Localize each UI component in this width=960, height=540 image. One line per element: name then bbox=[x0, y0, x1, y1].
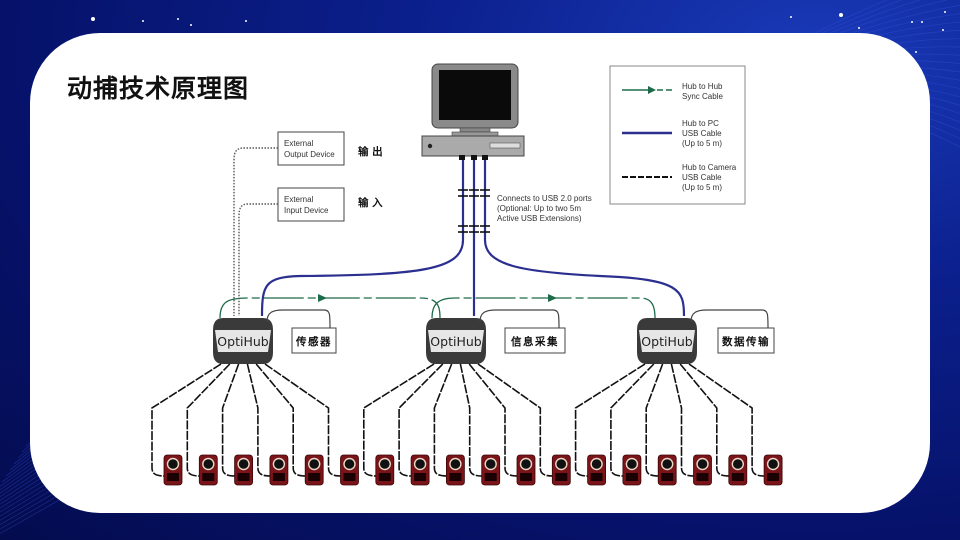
hub-side-box-2: 信息采集 bbox=[504, 327, 566, 354]
optihub-1: OptiHub 传感器 bbox=[213, 309, 337, 364]
ext-input-line1: External bbox=[284, 195, 314, 204]
sync-arrow-icon bbox=[548, 294, 557, 302]
ext-output-cn-label: 输 出 bbox=[358, 145, 383, 158]
camera-5 bbox=[304, 454, 324, 486]
camera-9 bbox=[445, 454, 465, 486]
legend-box bbox=[609, 65, 746, 205]
legend-usbpc-line1: Hub to PC bbox=[682, 119, 719, 128]
optihub-label: OptiHub bbox=[217, 334, 268, 349]
camera-8 bbox=[410, 454, 430, 486]
usb-note-line2: (Optional: Up to two 5m bbox=[497, 204, 581, 213]
legend-usbpc-line2: USB Cable bbox=[682, 129, 722, 138]
computer bbox=[421, 63, 525, 157]
usb-note-line1: Connects to USB 2.0 ports bbox=[497, 194, 592, 203]
camera-usb-cable bbox=[246, 363, 271, 477]
camera-usb-cable bbox=[221, 363, 240, 477]
usb-pc-cables bbox=[260, 158, 686, 317]
camera-usb-cable bbox=[459, 363, 483, 477]
legend-item-usb-pc: Hub to PC USB Cable (Up to 5 m) bbox=[622, 119, 722, 148]
hub-side-box-1: 传感器 bbox=[291, 327, 337, 354]
legend: Hub to Hub Sync Cable Hub to PC USB Cabl… bbox=[609, 65, 746, 205]
camera-3 bbox=[234, 454, 254, 486]
camera-usb-cable bbox=[679, 363, 730, 477]
camera-usb-cable bbox=[477, 363, 554, 477]
legend-usbcam-line3: (Up to 5 m) bbox=[682, 183, 722, 192]
ext-input-cn-label: 输 入 bbox=[358, 196, 383, 209]
camera-15 bbox=[657, 454, 677, 486]
camera-usb-cable bbox=[398, 363, 444, 477]
camera-usb-cable bbox=[468, 363, 519, 477]
camera-usb-cable bbox=[186, 363, 231, 477]
legend-item-usb-camera: Hub to Camera USB Cable (Up to 5 m) bbox=[622, 163, 737, 192]
arrow-icon bbox=[648, 86, 656, 94]
camera-6 bbox=[340, 454, 359, 486]
camera-usb-cable bbox=[610, 363, 655, 477]
camera-usb-cable bbox=[264, 363, 342, 477]
optihub-label: OptiHub bbox=[641, 334, 692, 349]
camera-2 bbox=[198, 454, 218, 486]
side-box-label: 数据传输 bbox=[721, 335, 770, 348]
camera-usb-cable bbox=[670, 363, 695, 477]
camera-13 bbox=[587, 454, 606, 486]
camera-usb-cable bbox=[645, 363, 664, 477]
camera-18 bbox=[763, 454, 783, 486]
external-input-device: External Input Device 输 入 bbox=[277, 187, 383, 222]
legend-item-sync: Hub to Hub Sync Cable bbox=[622, 82, 723, 101]
sync-arrow-icon bbox=[318, 294, 327, 302]
external-output-device: External Output Device 输 出 bbox=[277, 131, 383, 166]
camera-usb-cable bbox=[688, 363, 766, 477]
hub-sync-cables bbox=[219, 297, 656, 319]
optihub-label: OptiHub bbox=[430, 334, 481, 349]
camera-usb-cable bbox=[433, 363, 453, 477]
ext-output-line2: Output Device bbox=[284, 150, 335, 159]
camera-12 bbox=[551, 454, 571, 486]
side-box-label: 信息采集 bbox=[511, 335, 559, 348]
optihub-2: OptiHub 信息采集 bbox=[426, 309, 566, 364]
ext-input-line2: Input Device bbox=[284, 206, 329, 215]
hub-side-box-3: 数据传输 bbox=[717, 327, 775, 354]
camera-usb-cable bbox=[151, 363, 222, 477]
legend-usbcam-line2: USB Cable bbox=[682, 173, 722, 182]
side-box-label: 传感器 bbox=[295, 335, 332, 348]
camera-16 bbox=[693, 454, 712, 486]
camera-usb-cable bbox=[363, 363, 435, 477]
camera-14 bbox=[622, 454, 642, 486]
legend-sync-line1: Hub to Hub bbox=[682, 82, 723, 91]
external-device-cables bbox=[233, 147, 278, 316]
camera-11 bbox=[516, 454, 536, 486]
legend-usbcam-line1: Hub to Camera bbox=[682, 163, 737, 172]
camera-10 bbox=[481, 454, 501, 486]
optihub-3: OptiHub 数据传输 bbox=[637, 309, 775, 364]
slide-title: 动捕技术原理图 bbox=[67, 74, 250, 103]
camera-4 bbox=[269, 454, 289, 486]
camera-1 bbox=[163, 454, 183, 486]
usb-note-line3: Active USB Extensions) bbox=[497, 214, 582, 223]
camera-usb-cable bbox=[255, 363, 307, 477]
camera-usb-cable bbox=[574, 363, 646, 477]
legend-usbpc-line3: (Up to 5 m) bbox=[682, 139, 722, 148]
camera-17 bbox=[728, 454, 748, 486]
ext-output-line1: External bbox=[284, 139, 314, 148]
usb-extension-markers bbox=[458, 189, 490, 233]
camera-7 bbox=[375, 454, 395, 486]
legend-sync-line2: Sync Cable bbox=[682, 92, 723, 101]
